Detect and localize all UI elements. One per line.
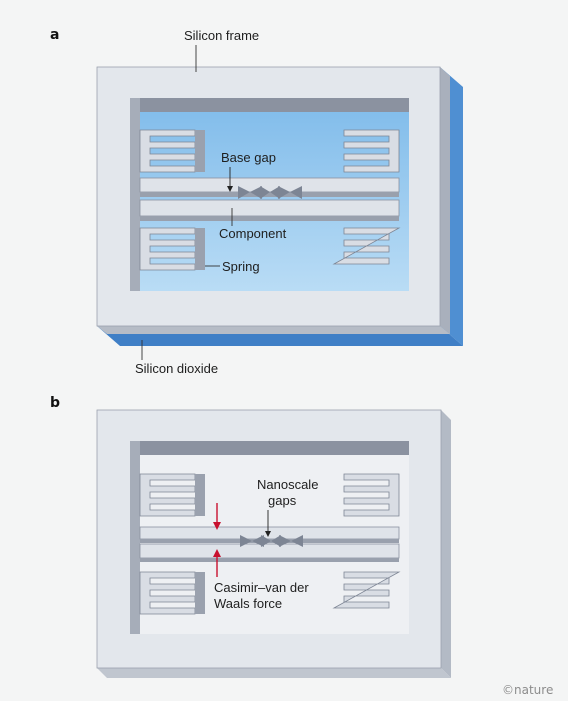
nanoscale-label-line1: Nanoscale [257, 477, 318, 492]
base-gap-label: Base gap [221, 150, 276, 165]
cavity-b-left-wall [130, 441, 140, 634]
cavity-b-top-wall [130, 441, 409, 455]
nanoscale-arrowhead [265, 531, 271, 537]
force-arrow-up-head [213, 549, 221, 557]
spring-label: Spring [222, 259, 260, 274]
panel-a-letter: a [50, 27, 59, 43]
panel-b-letter: b [50, 395, 60, 411]
force-arrow-down-head [213, 522, 221, 530]
silicon-frame-label: Silicon frame [184, 28, 259, 43]
nature-credit: ©nature [502, 683, 553, 697]
left-spring-shadows [195, 130, 205, 270]
left-springs-b [139, 473, 196, 615]
component-label: Component [219, 226, 287, 241]
gap-features-b [240, 535, 303, 547]
upper-beam-shadow [140, 192, 399, 197]
silicon-dioxide-label: Silicon dioxide [135, 361, 218, 376]
frame-b-side [441, 410, 451, 678]
upper-beam [139, 177, 400, 193]
base-gap-arrowhead [227, 186, 233, 192]
right-springs-b [332, 473, 401, 609]
casimir-label-line1: Casimir–van der [214, 580, 309, 595]
cavity-left-wall [130, 98, 140, 291]
nanoscale-label-line2: gaps [268, 493, 297, 508]
panel-b: b [50, 395, 451, 678]
silicon-frame-bottom [97, 326, 450, 334]
component-beam [139, 199, 400, 217]
component-beam-b [139, 543, 400, 559]
gap-features [238, 186, 302, 199]
panel-a: a [50, 27, 463, 376]
casimir-label-line2: Waals force [214, 596, 282, 611]
silicon-frame-side [440, 67, 450, 334]
left-spring-shadows-b [195, 474, 205, 614]
component-beam-b-shadow [140, 558, 399, 562]
right-springs [332, 129, 401, 265]
cavity-top-wall [130, 98, 409, 112]
frame-b-bottom [97, 668, 451, 678]
component-shadow [140, 216, 399, 221]
